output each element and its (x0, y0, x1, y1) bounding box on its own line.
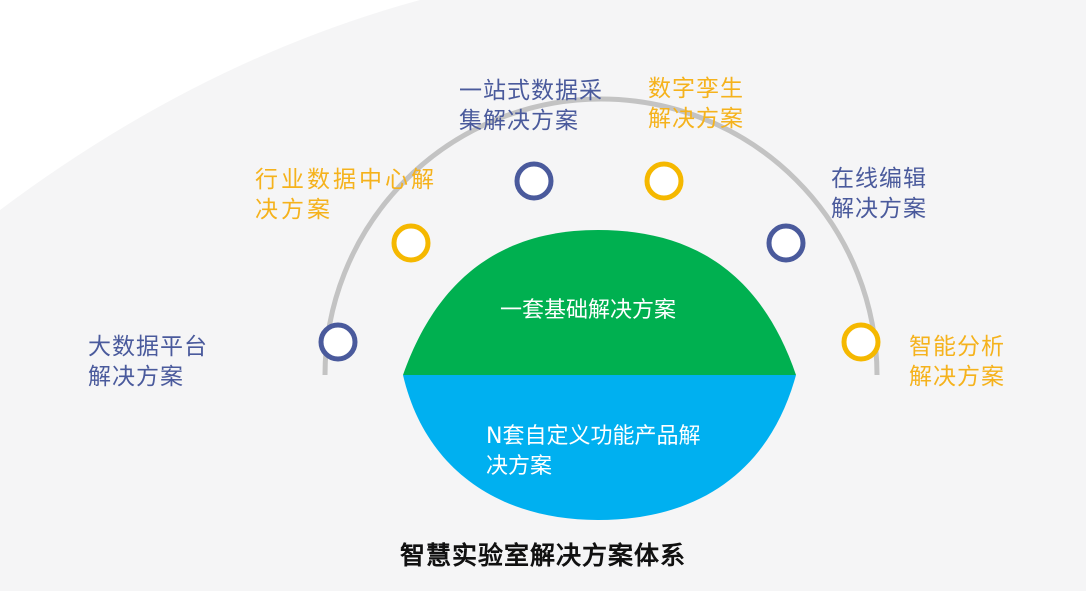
custom-solution-bowl (403, 375, 796, 520)
label-data-collection: 一站式数据采 集解决方案 (459, 78, 603, 134)
custom-solution-label: N套自定义功能产品解 决方案 (486, 424, 701, 479)
base-solution-label: 一套基础解决方案 (500, 298, 677, 323)
label-online-editing: 在线编辑 解决方案 (831, 166, 927, 222)
node-analysis-icon (841, 322, 881, 362)
label-digital-twin: 数字孪生 解决方案 (648, 76, 744, 132)
node-bigdata-icon (318, 322, 358, 362)
label-industry-datacenter: 行业数据中心解 决方案 (255, 167, 437, 223)
label-bigdata-platform: 大数据平台 解决方案 (88, 334, 208, 390)
node-twin-icon (644, 161, 684, 201)
label-smart-analysis: 智能分析 解决方案 (909, 334, 1005, 390)
node-industry-icon (391, 223, 431, 263)
node-editing-icon (766, 223, 806, 263)
diagram-title: 智慧实验室解决方案体系 (399, 541, 686, 570)
node-collection-icon (514, 161, 554, 201)
outer-arc (322, 96, 880, 376)
base-solution-dome (403, 230, 796, 375)
